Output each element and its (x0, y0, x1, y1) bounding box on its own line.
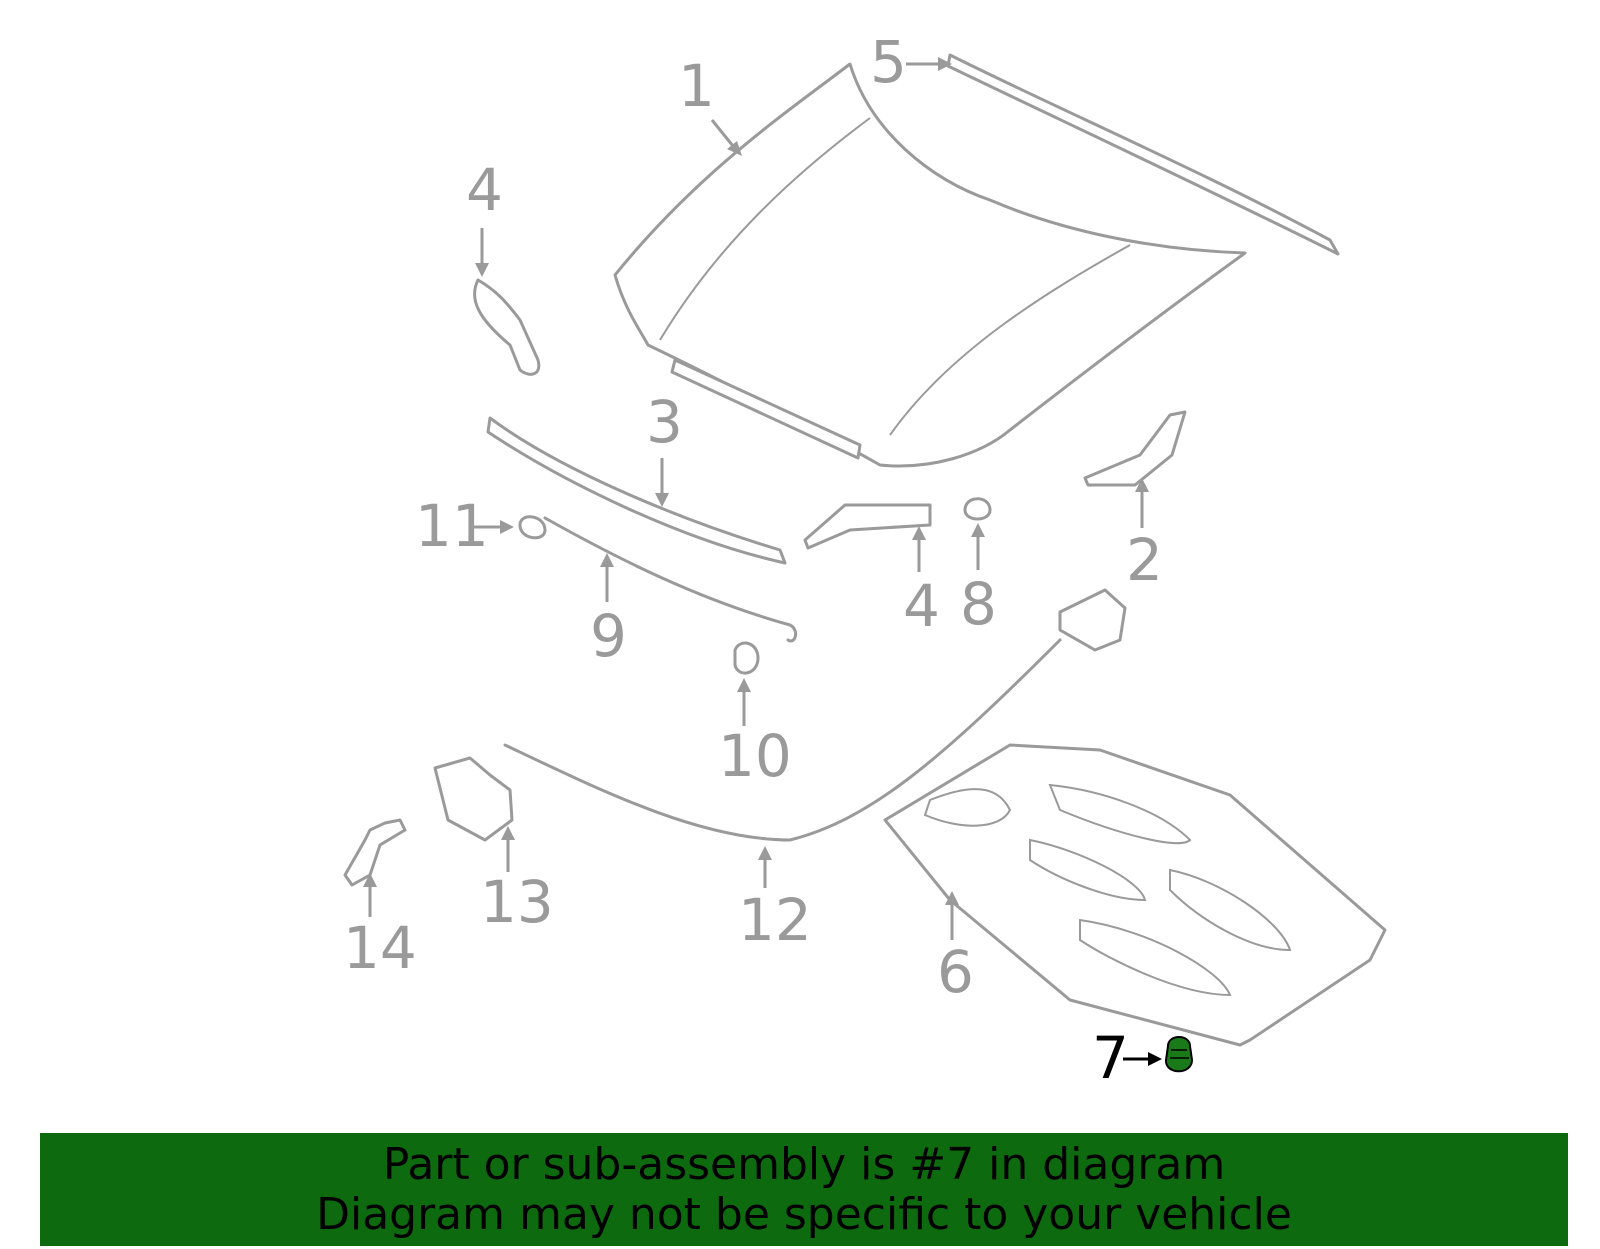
notice-line-2: Diagram may not be specific to your vehi… (316, 1188, 1292, 1240)
callout-1: 1 (678, 52, 715, 120)
notice-banner: Part or sub-assembly is #7 in diagram Di… (40, 1133, 1568, 1246)
callout-12: 12 (738, 886, 812, 954)
part-5-weatherstrip (946, 53, 1340, 256)
part-4-bracket (803, 503, 932, 550)
part-2-hinge-right (1083, 410, 1187, 487)
part-9-prop-rod (543, 516, 798, 643)
part-13-latch (433, 756, 514, 842)
part-6-insulator (883, 743, 1387, 1047)
callout-8: 8 (960, 570, 997, 638)
part-10-clip (733, 641, 760, 675)
callout-4-lower: 4 (903, 572, 940, 640)
callout-14: 14 (343, 914, 417, 982)
callout-11: 11 (415, 492, 489, 560)
leader-arrows (363, 57, 1162, 1066)
callout-13: 13 (480, 868, 554, 936)
part-14-bracket (343, 818, 407, 887)
callout-9: 9 (590, 602, 627, 670)
part-3-seal (486, 416, 787, 565)
callout-7-highlighted: 7 (1092, 1024, 1129, 1092)
callout-4-upper: 4 (466, 156, 503, 224)
callout-2: 2 (1126, 526, 1163, 594)
part-8-bumper (963, 497, 992, 521)
part-11-clip (518, 515, 547, 540)
callout-10: 10 (718, 722, 792, 790)
part-12-cable (503, 588, 1127, 842)
callout-labels: 1 2 3 4 4 5 6 7 8 9 10 11 12 13 14 (343, 28, 1163, 1092)
part-7-clip-highlighted (1164, 1036, 1194, 1073)
callout-6: 6 (937, 938, 974, 1006)
notice-line-1: Part or sub-assembly is #7 in diagram (382, 1138, 1226, 1190)
part-4-hinge-left (473, 278, 541, 376)
part-1-hood (613, 62, 1247, 468)
callout-3: 3 (646, 388, 683, 456)
callout-5: 5 (870, 28, 907, 96)
